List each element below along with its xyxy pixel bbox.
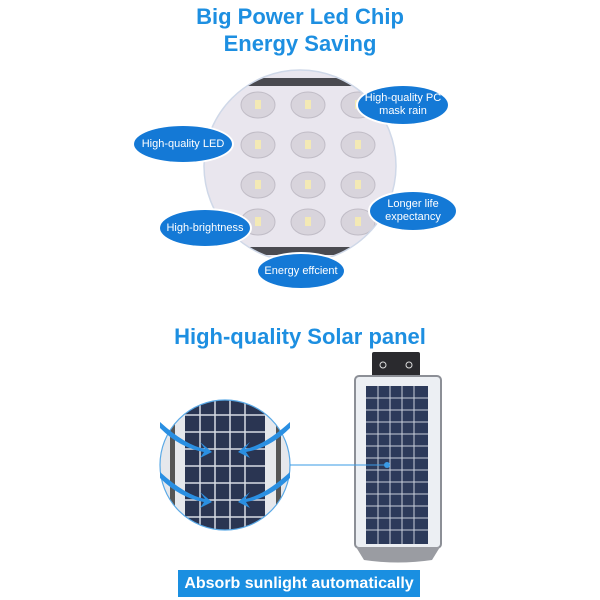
solar-light-fixture <box>354 352 442 563</box>
led-title-line2: Energy Saving <box>223 31 377 56</box>
solar-title: High-quality Solar panel <box>174 324 426 349</box>
absorb-banner: Absorb sunlight automatically <box>178 570 420 597</box>
led-title-line1: Big Power Led Chip <box>196 4 404 29</box>
feature-bubble-energy: Energy effcient <box>258 254 344 288</box>
feature-bubble-lifetime: Longer life expectancy <box>370 192 456 230</box>
feature-bubble-pc-mask: High-quality PC mask rain <box>358 86 448 124</box>
feature-bubble-led: High-quality LED <box>134 126 232 162</box>
solar-panel-closeup <box>160 400 290 530</box>
feature-bubble-brightness: High-brightness <box>160 210 250 246</box>
sunlight-arrows <box>160 422 290 508</box>
